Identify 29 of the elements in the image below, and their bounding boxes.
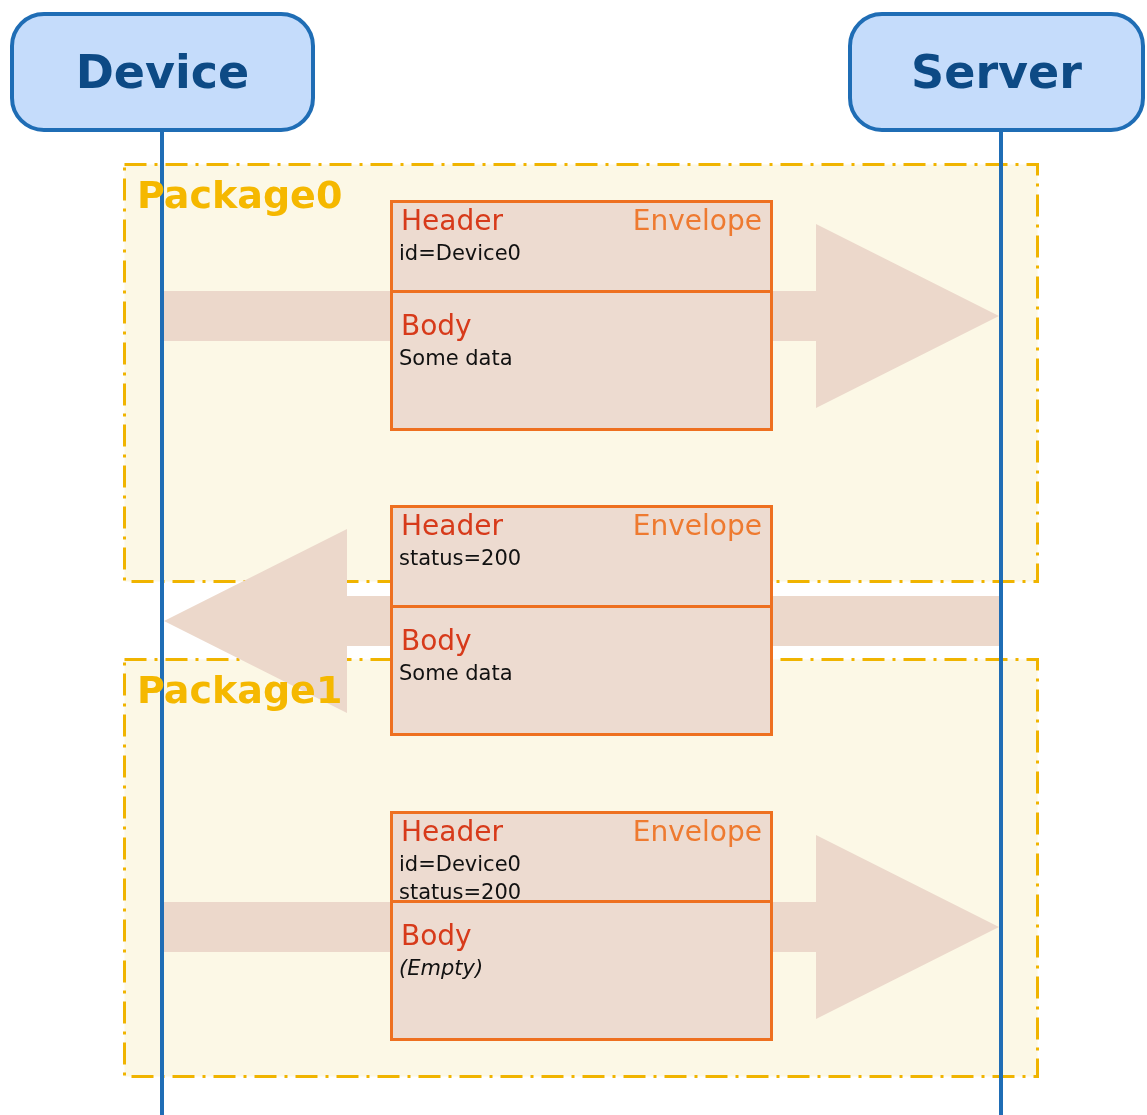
section-heading: Header bbox=[401, 814, 503, 850]
participant-box bbox=[848, 12, 1145, 132]
message-arrow bbox=[773, 224, 999, 408]
envelope-box bbox=[390, 505, 773, 736]
envelope-tag: Envelope bbox=[632, 814, 762, 850]
section-heading: Header bbox=[401, 508, 503, 544]
envelope-box bbox=[390, 200, 773, 431]
header-field: status=200 bbox=[393, 878, 770, 906]
body-text: (Empty) bbox=[398, 955, 485, 982]
message-arrow bbox=[773, 835, 999, 1019]
message-arrow bbox=[164, 902, 390, 952]
header-field: id=Device0 bbox=[393, 239, 770, 267]
envelope-tag: Envelope bbox=[632, 203, 762, 239]
message-arrow bbox=[164, 291, 390, 341]
participant-box bbox=[10, 12, 315, 132]
envelope-box bbox=[390, 811, 773, 1041]
section-heading: Body bbox=[400, 918, 473, 954]
lifeline bbox=[999, 132, 1003, 1115]
section-heading: Body bbox=[400, 623, 473, 659]
body-text: Some data bbox=[398, 660, 514, 687]
participant-name: Server bbox=[911, 45, 1082, 99]
message-arrow bbox=[773, 596, 999, 646]
section-heading: Header bbox=[401, 203, 503, 239]
header-field: id=Device0 bbox=[393, 850, 770, 878]
section-heading: Body bbox=[400, 308, 473, 344]
body-text: Some data bbox=[398, 345, 514, 372]
participant-name: Device bbox=[75, 45, 250, 99]
envelope-tag: Envelope bbox=[632, 508, 762, 544]
header-field: status=200 bbox=[393, 544, 770, 572]
